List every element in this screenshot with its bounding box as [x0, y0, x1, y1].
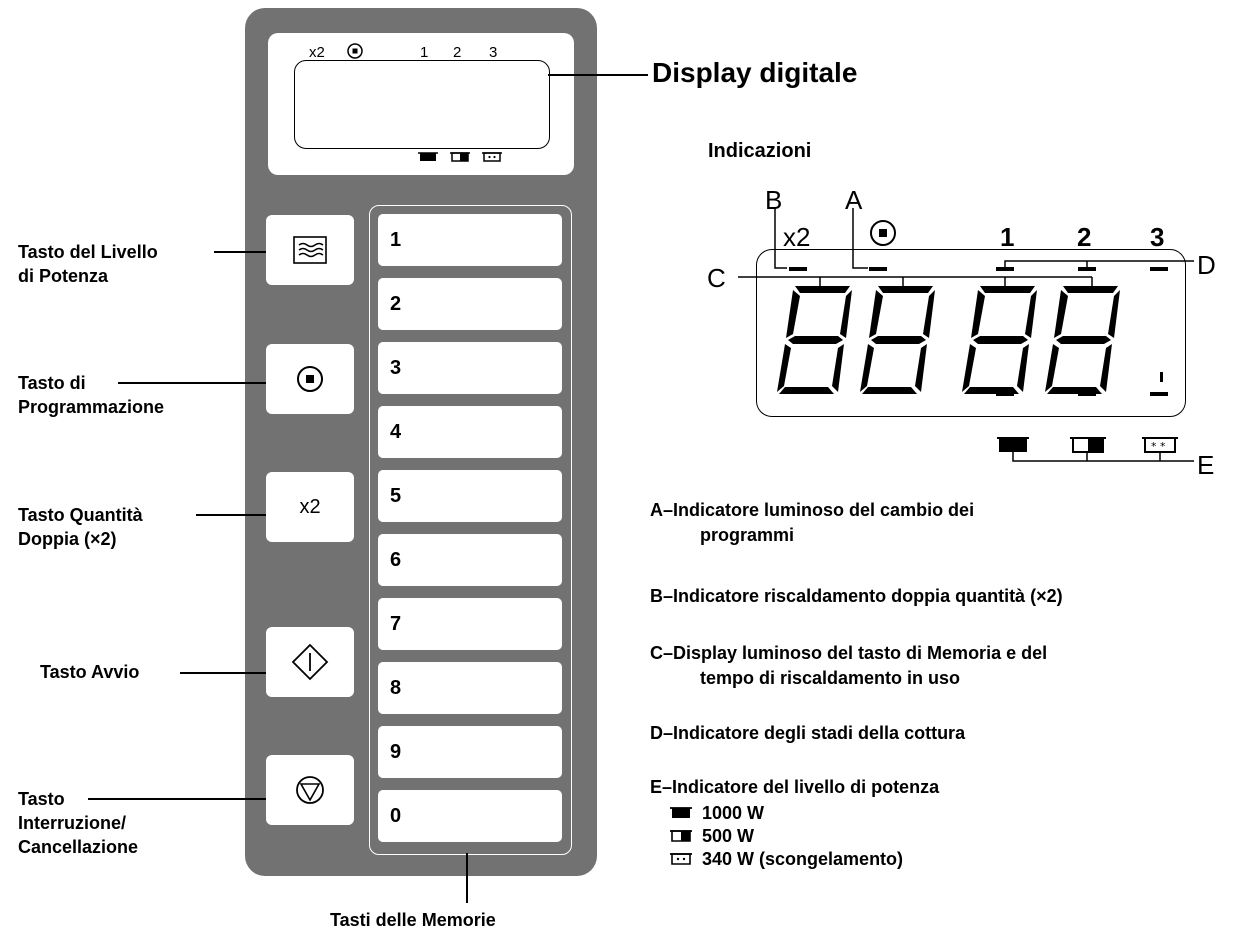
memory-key-1[interactable]: 1: [378, 214, 562, 266]
stage-label-1: 1: [1000, 222, 1015, 252]
stage-2-dash-top: [1078, 267, 1096, 271]
callout-c: C: [707, 263, 726, 293]
leader-stop: [88, 798, 266, 800]
display-title: Display digitale: [652, 57, 858, 88]
mini-x2-label: x2: [309, 44, 325, 61]
digit-3: [962, 286, 1037, 394]
leader-double-quantity: [196, 514, 266, 516]
legend-d: D–Indicatore degli stadi della cottura: [650, 723, 966, 743]
legend-a: A–Indicatore luminoso del cambio dei pro…: [650, 500, 975, 545]
digit-4: [1045, 286, 1120, 394]
memory-keys-frame: [369, 205, 572, 855]
power-level-1000w: 1000 W: [670, 801, 764, 825]
mini-stage-1: 1: [420, 44, 429, 61]
legend-power-half-icon: [670, 829, 692, 842]
memory-key-8[interactable]: 8: [378, 662, 562, 714]
memory-key-5[interactable]: 5: [378, 470, 562, 522]
start-label: Tasto Avvio: [40, 662, 140, 682]
memory-key-9[interactable]: 9: [378, 726, 562, 778]
x2-indicator-dash: [789, 267, 807, 271]
memory-key-7[interactable]: 7: [378, 598, 562, 650]
leader-e: [1012, 452, 1194, 462]
stage-3-tick: [1160, 372, 1163, 382]
leader-display: [548, 74, 648, 76]
leader-c: [738, 276, 1093, 286]
stage-1-dash-top: [996, 267, 1014, 271]
start-button[interactable]: [266, 627, 354, 697]
display-power-defrost-icon: * *: [1142, 437, 1178, 453]
leader-d: [1004, 260, 1194, 268]
display-power-full-icon: [997, 437, 1029, 452]
start-diamond-icon: [291, 643, 329, 681]
mini-program-icon: [347, 43, 363, 59]
memory-key-3[interactable]: 3: [378, 342, 562, 394]
power-defrost-icon: [482, 152, 502, 162]
leader-b: [774, 208, 787, 269]
mini-display-window: [294, 60, 550, 149]
memory-keys-label: Tasti delle Memorie: [330, 910, 496, 930]
mini-display: [268, 33, 574, 175]
legend-c: C–Display luminoso del tasto di Memoria …: [650, 643, 1048, 688]
stage-label-3: 3: [1150, 222, 1165, 252]
leader-memory-keys: [466, 853, 468, 903]
power-level-340w: 340 W (scongelamento): [670, 847, 903, 871]
display-program-icon: [870, 220, 896, 246]
stage-3-dash-top: [1150, 267, 1168, 271]
leader-a: [852, 208, 868, 269]
digit-2: [860, 286, 935, 394]
stop-triangle-icon: [296, 776, 324, 804]
callout-a: A: [845, 185, 863, 215]
power-half-icon: [450, 152, 470, 162]
program-indicator-dash: [869, 267, 887, 271]
callout-b: B: [765, 185, 783, 215]
digit-1: [777, 286, 852, 394]
double-quantity-button[interactable]: x2: [266, 472, 354, 542]
mini-stage-2: 2: [453, 44, 462, 61]
display-power-half-icon: [1070, 437, 1106, 453]
stop-button[interactable]: [266, 755, 354, 825]
waves-icon: [293, 236, 327, 264]
callout-d: D: [1197, 250, 1216, 280]
legend-power-defrost-icon: [670, 852, 692, 865]
legend-power-full-icon: [670, 806, 692, 818]
stage-label-2: 2: [1077, 222, 1092, 252]
stage-3-dash-bottom: [1150, 392, 1168, 396]
memory-key-6[interactable]: 6: [378, 534, 562, 586]
power-level-button[interactable]: [266, 215, 354, 285]
leader-power-level: [214, 251, 266, 253]
memory-key-2[interactable]: 2: [378, 278, 562, 330]
legend-b: B–Indicatore riscaldamento doppia quanti…: [650, 586, 1063, 606]
legend-e: E–Indicatore del livello di potenza: [650, 777, 940, 797]
large-digital-display: [756, 249, 1186, 417]
memory-key-0[interactable]: 0: [378, 790, 562, 842]
power-full-icon: [418, 152, 438, 161]
leader-start: [180, 672, 266, 674]
program-button[interactable]: [266, 344, 354, 414]
program-icon: [297, 366, 323, 392]
callout-e: E: [1197, 450, 1215, 480]
mini-stage-3: 3: [489, 44, 498, 61]
indications-title: Indicazioni: [708, 140, 812, 162]
display-x2-label: x2: [783, 222, 811, 252]
power-level-500w: 500 W: [670, 824, 754, 848]
leader-program: [118, 382, 266, 384]
double-quantity-label: x2: [299, 495, 321, 518]
mini-power-icons: [418, 152, 502, 163]
svg-text:* *: * *: [1151, 440, 1166, 453]
memory-key-4[interactable]: 4: [378, 406, 562, 458]
